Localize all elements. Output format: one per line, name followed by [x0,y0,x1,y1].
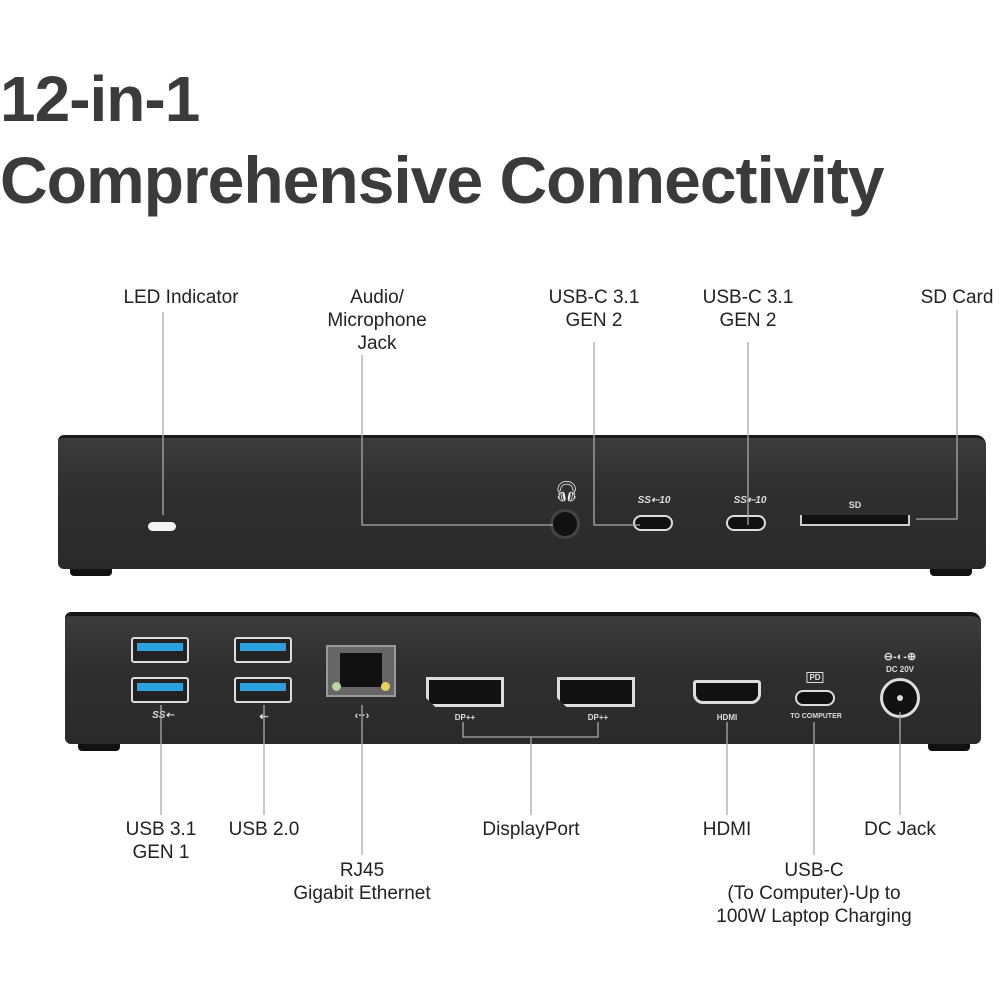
usb20-port [234,637,292,663]
leader-audio [361,355,553,526]
foot [78,744,120,751]
ss10-logo: SS⇠10 [733,495,767,506]
dc-polarity-icon: ⊖-◐-⊕ [883,651,917,663]
sd-marking: SD [848,500,862,510]
led-indicator [148,522,176,531]
foot [928,744,970,751]
foot [70,569,112,576]
hdmi-port [693,680,761,704]
usb31-port [131,677,189,703]
label-sd-card: SD Card [920,287,994,308]
usbc-host-port [795,690,835,706]
ss-usb-logo: SS⇠ [152,710,174,721]
label-hdmi: HDMI [702,819,752,840]
label-line: Jack [357,333,397,354]
headset-icon: 🎧︎ [554,481,580,503]
dc-marking: DC 20V [885,665,915,674]
leader-usbc-1 [593,342,640,526]
link-led [332,682,341,691]
activity-led [381,682,390,691]
dc-pin [897,695,903,701]
ss10-logo: SS⇠10 [637,495,671,506]
foot [930,569,972,576]
label-line: Audio/ [350,287,404,308]
usbc-port-2 [726,515,766,531]
label-line: USB 3.1 [125,819,197,840]
sd-card-slot [800,515,910,526]
label-line: USB-C 3.1 [548,287,640,308]
usb31-port [131,637,189,663]
dock-rear-panel [65,612,981,744]
label-line: 100W Laptop Charging [716,906,912,927]
label-line: (To Computer)-Up to [727,883,901,904]
audio-jack [550,509,580,539]
pd-marking: PD [806,672,824,683]
leader-displayport [462,722,599,815]
usb20-port [234,677,292,703]
label-line: USB-C [784,860,844,881]
label-line: RJ45 [339,860,385,881]
rj45-port [326,645,396,697]
dp-marking: DP++ [587,713,609,722]
label-line: GEN 2 [719,310,777,331]
label-dc-jack: DC Jack [864,819,936,840]
headline-line-2: Comprehensive Connectivity [0,143,885,217]
label-displayport: DisplayPort [482,819,580,840]
label-line: Microphone [327,310,427,331]
label-line: GEN 2 [565,310,623,331]
usbc-port-1 [633,515,673,531]
dp-marking: DP++ [454,713,476,722]
label-line: GEN 1 [132,842,190,863]
to-computer-marking: TO COMPUTER [790,713,842,720]
label-line: Gigabit Ethernet [293,883,431,904]
label-led-indicator: LED Indicator [123,287,239,308]
dock-front-panel [58,435,986,569]
displayport-1 [426,677,504,707]
rj45-socket [340,653,382,687]
label-usb20: USB 2.0 [228,819,300,840]
hdmi-marking: HDMI [716,713,738,722]
headline-line-1: 12-in-1 [0,63,200,135]
displayport-2 [557,677,635,707]
label-line: USB-C 3.1 [702,287,794,308]
leader-sd [916,310,958,520]
